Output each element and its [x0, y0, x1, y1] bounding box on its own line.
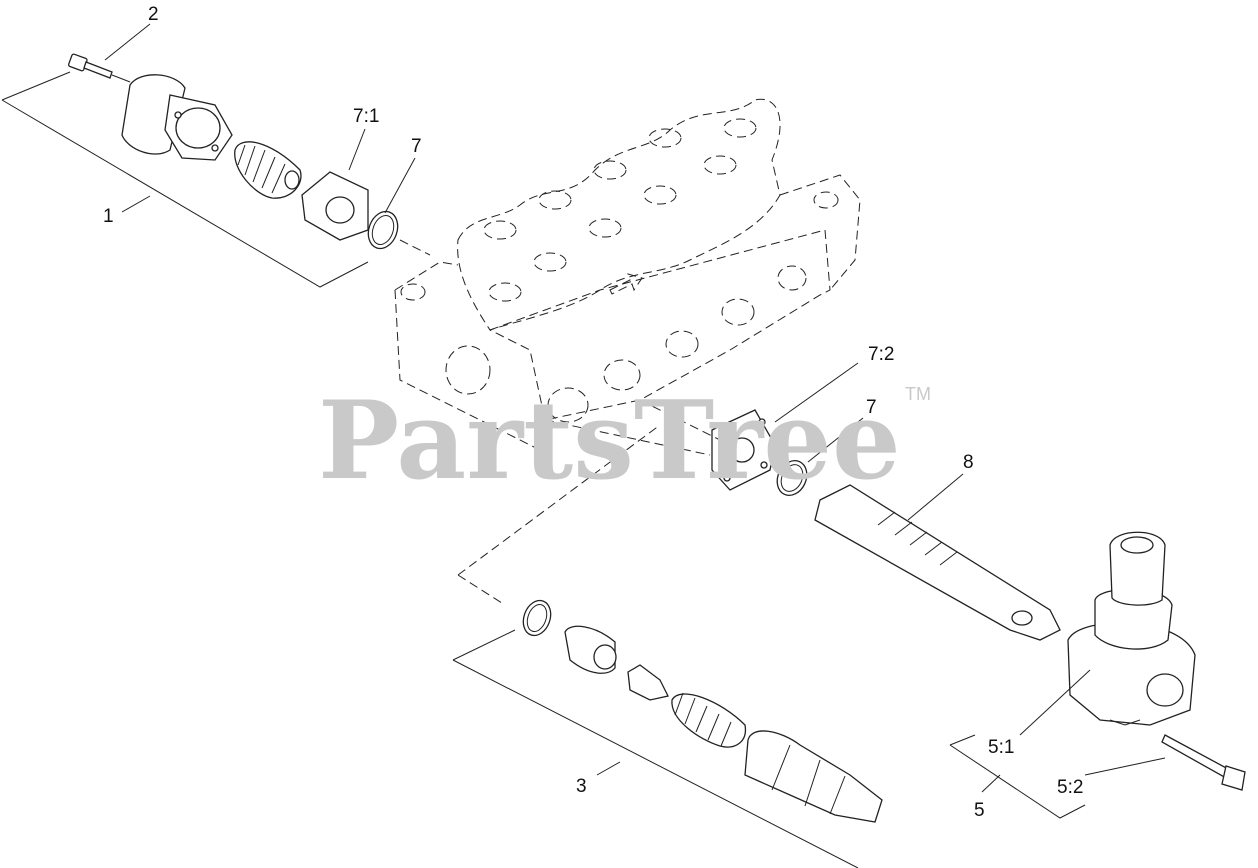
- callout-5: 5: [974, 800, 985, 821]
- gasket-7-2: [711, 409, 776, 491]
- callout-2: 2: [148, 4, 159, 25]
- check-valve-cap: [744, 730, 883, 823]
- control-bracket-5-1: [1067, 531, 1196, 726]
- callout-8: 8: [963, 452, 974, 473]
- cap-screw-part: [68, 53, 131, 83]
- o-ring-3: [522, 599, 552, 637]
- callout-1: 1: [103, 206, 114, 227]
- flow-arrow-icon: [609, 273, 643, 295]
- o-ring-7-top: [367, 210, 399, 250]
- check-spring: [671, 692, 747, 748]
- watermark-trademark: TM: [905, 384, 931, 404]
- relief-spring: [234, 141, 302, 199]
- watermark-brand: PartsTree: [318, 378, 901, 504]
- gasket-7-1: [301, 171, 369, 241]
- poppet: [627, 664, 669, 701]
- bolt-5-2: [1161, 734, 1246, 791]
- valve-body: [394, 98, 861, 451]
- relief-valve-housing: [121, 74, 233, 161]
- side-ports: [400, 191, 839, 423]
- check-seat: [564, 625, 617, 674]
- o-ring-7-bottom: [776, 459, 808, 497]
- callout-5-2: 5:2: [1057, 777, 1083, 798]
- mounting-holes-top: [483, 118, 757, 302]
- callout-7-2: 7:2: [868, 344, 894, 365]
- callout-7-1: 7:1: [353, 106, 379, 127]
- leader-lines: [1, 23, 1166, 868]
- callout-3: 3: [576, 776, 587, 797]
- callout-5-1: 5:1: [988, 737, 1014, 758]
- callout-7-top: 7: [411, 136, 422, 157]
- callout-7-bottom: 7: [866, 397, 877, 418]
- spool-part: [814, 484, 1061, 641]
